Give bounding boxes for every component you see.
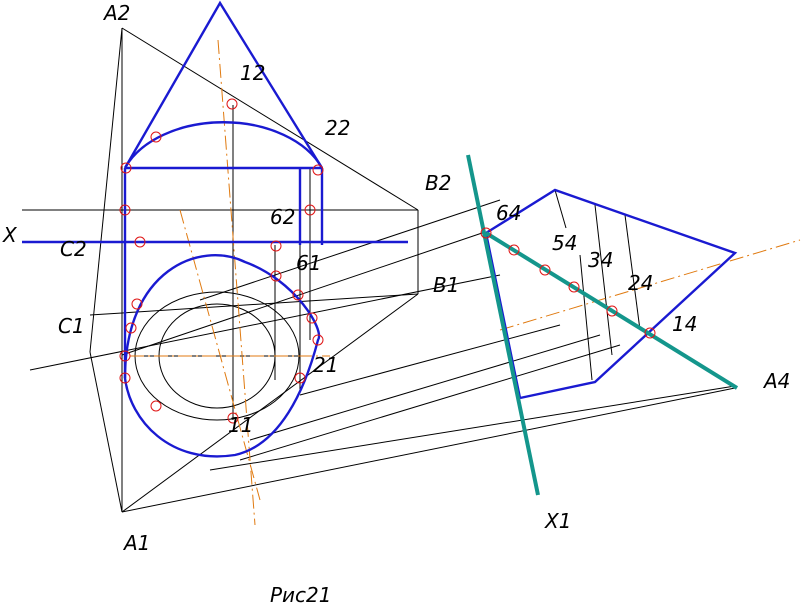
label-34: 34 — [588, 248, 613, 272]
figure-caption: Рис21 — [270, 583, 332, 607]
label-a4: A4 — [762, 369, 790, 393]
label-22: 22 — [325, 116, 350, 140]
cutting-planes — [466, 154, 739, 496]
label-c2: C2 — [60, 237, 87, 261]
label-12: 12 — [240, 61, 265, 85]
label-c1: C1 — [58, 314, 85, 338]
label-b1: B1 — [433, 273, 459, 297]
label-21: 21 — [313, 353, 338, 377]
label-61: 61 — [296, 251, 321, 275]
label-14: 14 — [672, 312, 697, 336]
construction-lines — [22, 27, 736, 513]
label-54: 54 — [552, 231, 577, 255]
label-64: 64 — [496, 201, 521, 225]
section-outlines — [22, 0, 738, 458]
label-24: 24 — [628, 271, 653, 295]
label-a1: A1 — [122, 531, 150, 555]
label-62: 62 — [270, 205, 295, 229]
label-b2: B2 — [425, 171, 451, 195]
label-x: X — [2, 223, 18, 247]
label-a2: A2 — [102, 1, 130, 25]
label-x1: X1 — [544, 509, 571, 533]
point-markers — [119, 98, 656, 424]
point-labels: A2 A1 B2 B1 C2 C1 X X1 A4 12 22 62 61 21… — [2, 1, 790, 555]
label-11: 11 — [228, 413, 253, 437]
